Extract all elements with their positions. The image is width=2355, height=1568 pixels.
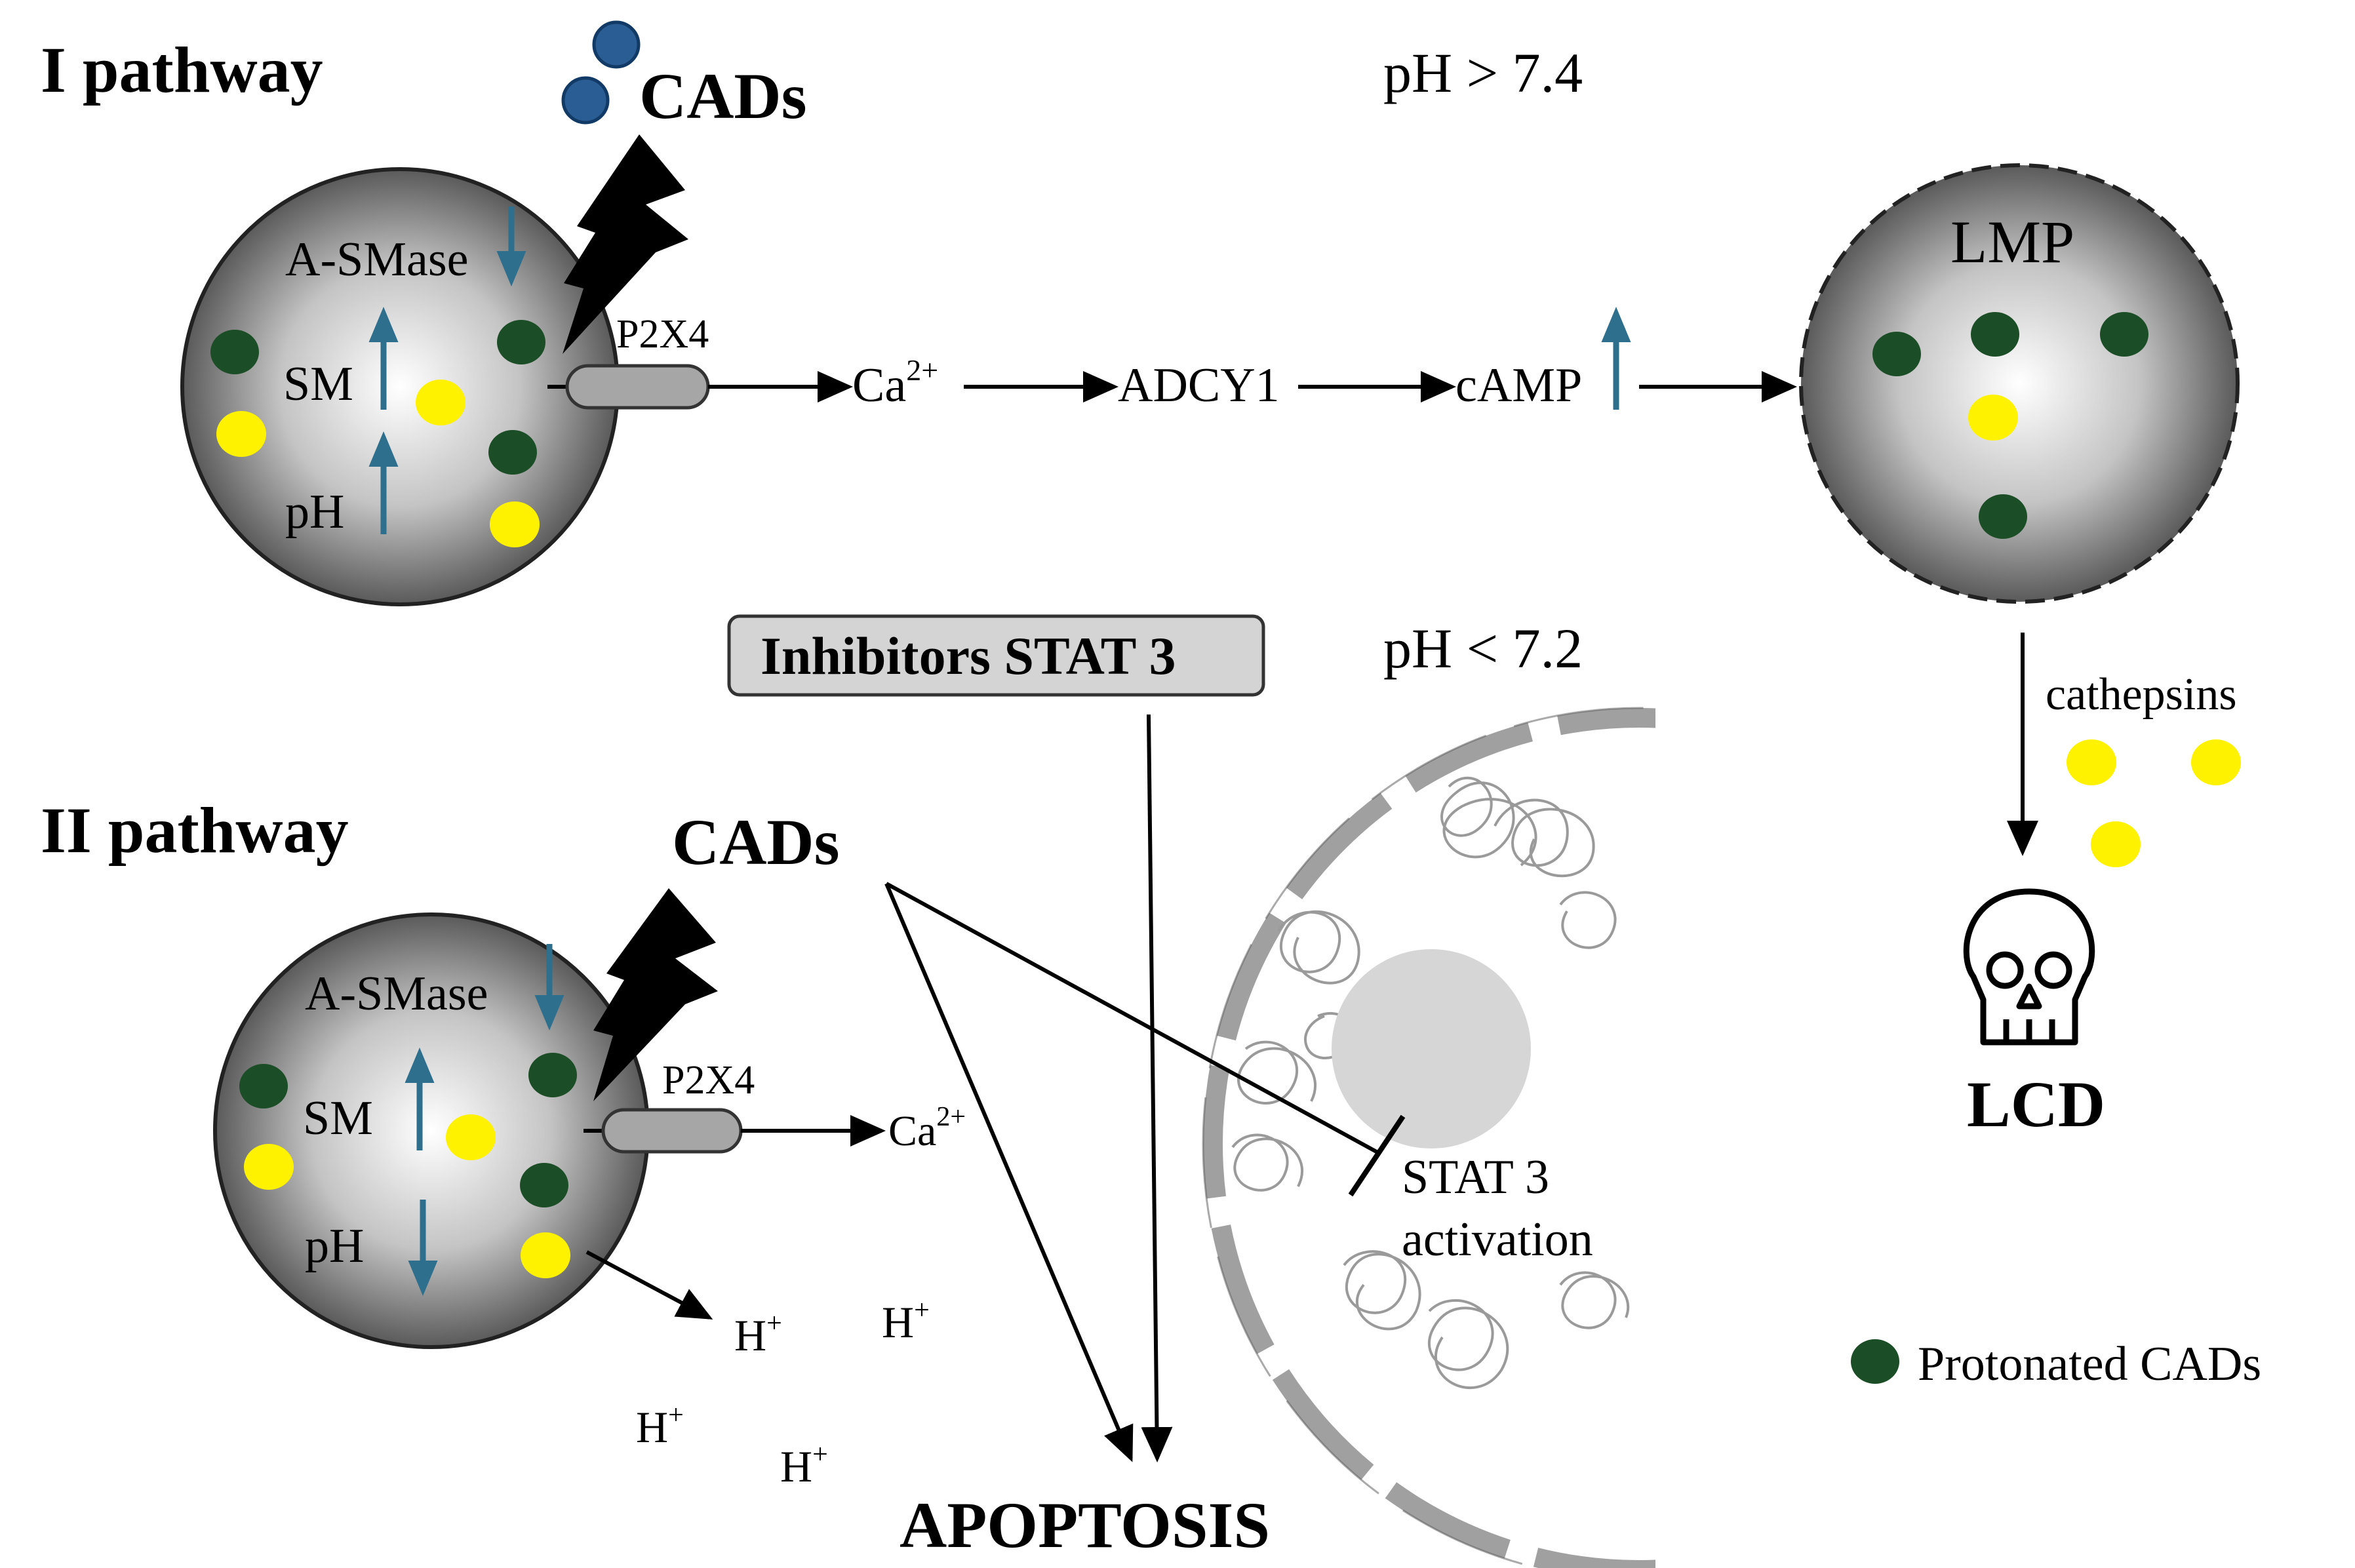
- cathepsins-label: cathepsins: [2046, 669, 2237, 720]
- p2x4-receptor: [601, 1108, 743, 1154]
- cathepsin: [1968, 395, 2018, 441]
- lcd-label: LCD: [1967, 1068, 2105, 1141]
- cathepsin: [2067, 739, 2116, 785]
- ph-label: pH: [285, 485, 344, 539]
- stat3-activation-line2: activation: [1402, 1213, 1593, 1266]
- pathway1-cads-label: CADs: [639, 60, 807, 132]
- inhibitors-box: [727, 614, 1265, 697]
- p2x4-receptor: [565, 364, 710, 410]
- cathepsin: [416, 380, 465, 425]
- pathway2-ph-condition: pH < 7.2: [1383, 617, 1583, 680]
- lightning-icon: [593, 888, 718, 1101]
- protonated-cad: [1979, 494, 2027, 539]
- cathepsin: [490, 501, 540, 547]
- cads-to-apoptosis: [884, 882, 1134, 1462]
- adcy1-label: ADCY1: [1118, 359, 1280, 412]
- protonated-cad: [497, 320, 545, 364]
- cad-molecule: [592, 20, 641, 69]
- cathepsin: [216, 411, 266, 457]
- pathway2-cads-label: CADs: [672, 806, 840, 878]
- skull-icon: [1963, 888, 2095, 1046]
- protonated-cad: [239, 1064, 288, 1108]
- cathepsin: [2091, 821, 2141, 867]
- stat3-activation-line1: STAT 3: [1402, 1150, 1549, 1204]
- lysosome-2: A-SMase SM pH: [213, 912, 650, 1349]
- inhibitors-to-apoptosis: [1141, 714, 1173, 1462]
- cathepsin: [244, 1144, 294, 1190]
- asmase-label: A-SMase: [285, 233, 469, 286]
- protonated-cad: [1971, 312, 2019, 357]
- proton: H+: [882, 1295, 930, 1347]
- legend-label: Protonated CADs: [1918, 1337, 2261, 1391]
- pathway2-title: II pathway: [41, 794, 349, 867]
- cathepsin: [2191, 739, 2241, 785]
- cathepsin: [446, 1114, 496, 1160]
- lmp-body: [1799, 163, 2240, 604]
- cad-molecule: [561, 76, 610, 125]
- protonated-cad: [520, 1163, 568, 1207]
- nucleolus: [1332, 949, 1531, 1148]
- protonated-cad: [488, 430, 537, 475]
- proton: H+: [734, 1308, 782, 1360]
- lmp-lysosome: LMP: [1799, 163, 2240, 604]
- legend-swatch: [1851, 1339, 1899, 1384]
- pathway1-ph-condition: pH > 7.4: [1383, 41, 1583, 104]
- protonated-cad: [1872, 332, 1921, 376]
- arrow-to-protons: [585, 1250, 713, 1320]
- cads-inhibits-stat3: [885, 882, 1381, 1156]
- sm-label: SM: [283, 357, 353, 411]
- inhibitors-label: Inhibitors STAT 3: [761, 626, 1176, 686]
- protonated-cad: [2100, 312, 2148, 357]
- proton: H+: [636, 1400, 684, 1452]
- p2x4-label: P2X4: [616, 312, 709, 357]
- protonated-cad: [528, 1053, 577, 1097]
- camp-label: cAMP: [1455, 359, 1582, 412]
- p2x4-label: P2X4: [662, 1058, 755, 1103]
- inhibition-bar: [1348, 1114, 1406, 1197]
- nuclear-envelope: [1203, 708, 1655, 1568]
- ca-label: Ca2+: [852, 353, 938, 412]
- pathway1-title: I pathway: [41, 33, 323, 106]
- lightning-icon: [563, 134, 688, 354]
- nuclear-envelope-outline: [1202, 707, 1655, 1568]
- nucleus: [1202, 707, 1655, 1568]
- protonated-cad: [210, 330, 259, 374]
- cathepsin: [521, 1232, 570, 1278]
- ph-label: pH: [305, 1219, 364, 1273]
- lysosome-1: A-SMase SM pH: [180, 167, 620, 606]
- apoptosis-label: APOPTOSIS: [900, 1489, 1270, 1561]
- asmase-label: A-SMase: [305, 967, 488, 1021]
- sm-label: SM: [303, 1091, 373, 1145]
- lmp-label: LMP: [1950, 208, 2074, 275]
- proton: H+: [780, 1440, 828, 1491]
- ca-label: Ca2+: [888, 1102, 966, 1155]
